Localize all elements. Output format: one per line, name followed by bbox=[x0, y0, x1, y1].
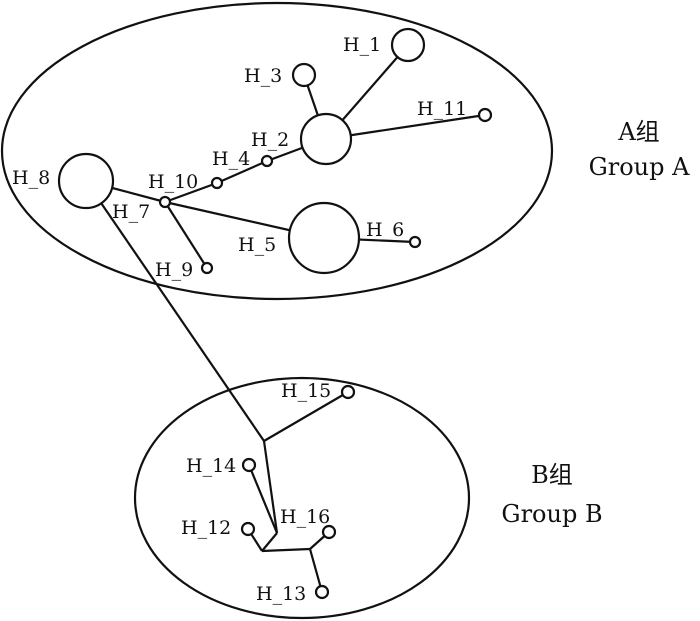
node-h7 bbox=[158, 195, 172, 209]
label-h11: H_11 bbox=[417, 98, 467, 120]
network-nodes bbox=[57, 27, 493, 600]
network-edges bbox=[85, 44, 486, 593]
label-h10: H_10 bbox=[148, 171, 198, 193]
label-h6: H_6 bbox=[366, 219, 404, 241]
node-h10 bbox=[210, 176, 224, 190]
label-h2: H_2 bbox=[251, 129, 289, 151]
group-rings bbox=[0, 1, 554, 620]
label-h7: H_7 bbox=[112, 201, 150, 223]
label-h5: H_5 bbox=[238, 234, 276, 256]
label-h1: H_1 bbox=[343, 34, 381, 56]
group-a-label: A组 Group A bbox=[589, 118, 691, 181]
node-h13 bbox=[314, 584, 330, 600]
group-b-ellipse bbox=[133, 376, 471, 620]
label-h12: H_12 bbox=[181, 517, 231, 539]
edge-h_7-h_9 bbox=[164, 201, 208, 269]
label-h8: H_8 bbox=[12, 167, 50, 189]
edge-jb3-jb4 bbox=[261, 547, 311, 553]
node-h9 bbox=[200, 261, 214, 275]
edge-jb2-jb3 bbox=[261, 532, 278, 552]
node-h2 bbox=[299, 112, 353, 166]
label-h13: H_13 bbox=[256, 583, 306, 605]
edge-jb1-h_15 bbox=[263, 391, 349, 442]
edge-h_10-h_7 bbox=[164, 181, 218, 204]
group-a-ellipse bbox=[0, 1, 554, 301]
edge-jb4-h_13 bbox=[308, 548, 324, 593]
label-h16: H_16 bbox=[280, 506, 330, 528]
group-b-label-en: Group B bbox=[501, 500, 602, 528]
group-a-label-en: Group A bbox=[589, 153, 691, 181]
node-h15 bbox=[340, 384, 356, 400]
node-h8 bbox=[57, 152, 115, 210]
edge-h_8-jb1 bbox=[85, 180, 265, 442]
edge-h_14-jb2 bbox=[247, 464, 279, 534]
group-b-label-zh: B组 bbox=[531, 461, 573, 489]
edge-h_11-h_2 bbox=[325, 113, 486, 141]
network-labels: H_1H_2H_3H_4H_5H_6H_7H_8H_9H_10H_11H_12H… bbox=[12, 34, 467, 605]
label-h4: H_4 bbox=[212, 148, 250, 170]
node-h12 bbox=[240, 521, 256, 537]
node-h4 bbox=[260, 154, 274, 168]
node-h11 bbox=[477, 107, 493, 123]
node-h16 bbox=[321, 524, 337, 540]
node-h14 bbox=[241, 457, 257, 473]
edge-jb1-jb2 bbox=[262, 440, 279, 534]
node-h1 bbox=[390, 27, 426, 63]
label-h9: H_9 bbox=[155, 259, 193, 281]
label-h15: H_15 bbox=[281, 380, 331, 402]
group-b-label: B组 Group B bbox=[501, 461, 602, 528]
node-h6 bbox=[408, 235, 422, 249]
node-h3 bbox=[291, 62, 317, 88]
node-h5 bbox=[287, 201, 361, 275]
label-h14: H_14 bbox=[186, 455, 236, 477]
group-a-label-zh: A组 bbox=[617, 118, 659, 146]
edge-h_4-h_10 bbox=[216, 159, 268, 185]
label-h3: H_3 bbox=[244, 65, 282, 87]
